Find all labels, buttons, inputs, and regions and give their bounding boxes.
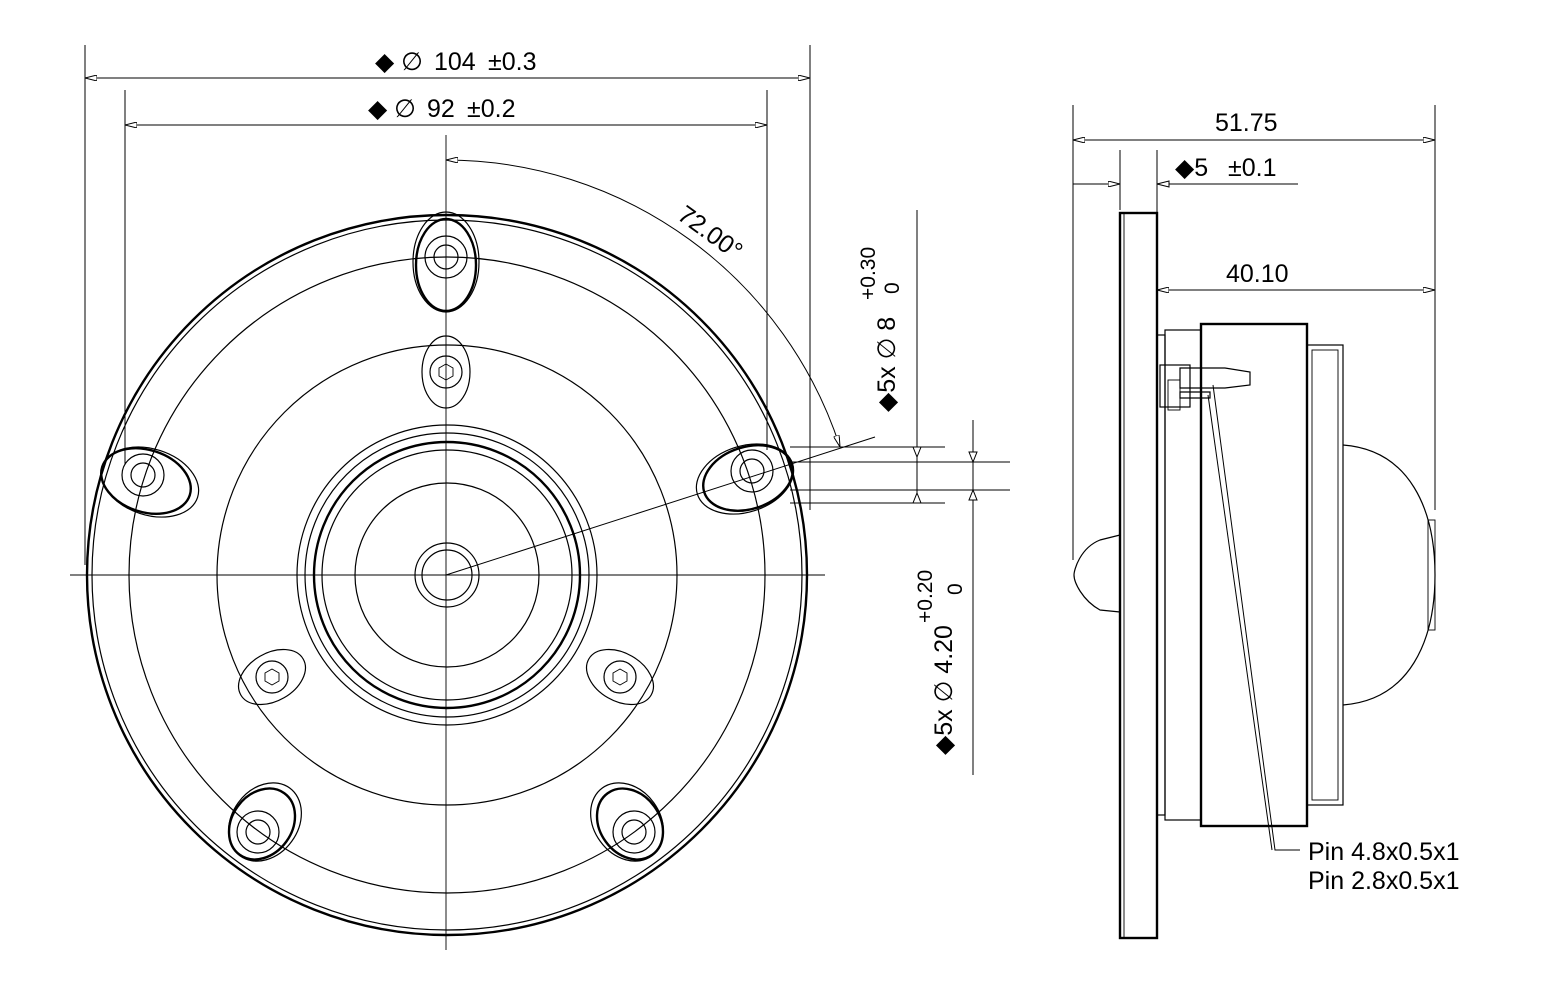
- phase-plug-outer: [414, 542, 480, 608]
- pin-leader-2: [1207, 394, 1273, 851]
- terminals: [1159, 364, 1251, 411]
- waveguide-ring: [321, 449, 573, 701]
- large-hole-label: ◆5x ∅ 8: [873, 317, 901, 412]
- dim-inner-diameter-value: 92: [427, 95, 455, 123]
- pin-leader-1: [1212, 384, 1300, 851]
- pin-label-1: Pin 4.8x0.5x1: [1308, 838, 1460, 866]
- dim-outer-diameter-value: 104: [434, 48, 476, 76]
- screw-bottom-left: [237, 648, 307, 706]
- dim-flange-thickness-tol: ±0.1: [1228, 154, 1276, 182]
- small-hole-tol-lower: 0: [944, 583, 967, 595]
- mounting-hole-bottom-right: [590, 782, 665, 862]
- pin-label-2: Pin 2.8x0.5x1: [1308, 867, 1460, 895]
- dim-outer-diameter-symbol: ◆ ∅: [375, 48, 423, 76]
- front-view: ◆ ∅ 104 ±0.3 ◆ ∅ 92 ±0.2 72.00° ◆5x ∅ 8 …: [70, 45, 1010, 950]
- mounting-hole-bottom-left: [227, 782, 302, 862]
- small-hole-tol-upper: +0.20: [914, 570, 937, 623]
- screw-bottom-right: [585, 648, 655, 706]
- dome-ring: [354, 482, 540, 668]
- dim-outer-diameter-tolerance: ±0.3: [488, 48, 536, 76]
- mounting-hole-left: [100, 446, 200, 518]
- angle-arc: [446, 160, 840, 447]
- large-hole-tol-lower: 0: [881, 282, 904, 294]
- side-view: 51.75 ◆5 ±0.1 40.10: [1072, 105, 1460, 940]
- dim-body-depth: 40.10: [1226, 260, 1289, 288]
- dim-flange-thickness-symbol: ◆5: [1175, 154, 1208, 182]
- small-hole-label: ◆5x ∅ 4.20: [930, 625, 958, 755]
- dim-inner-diameter-symbol: ◆ ∅: [368, 95, 416, 123]
- flange-plate: [1118, 211, 1159, 940]
- large-hole-tol-upper: +0.30: [857, 247, 880, 300]
- dim-overall-depth: 51.75: [1215, 109, 1278, 137]
- dim-inner-diameter-tolerance: ±0.2: [467, 95, 515, 123]
- rear-dome: [1342, 444, 1436, 706]
- phase-plug-tip: [1073, 534, 1121, 613]
- angle-leader: [445, 436, 876, 576]
- motor-body: [1199, 322, 1309, 828]
- phase-plug-inner: [421, 549, 473, 601]
